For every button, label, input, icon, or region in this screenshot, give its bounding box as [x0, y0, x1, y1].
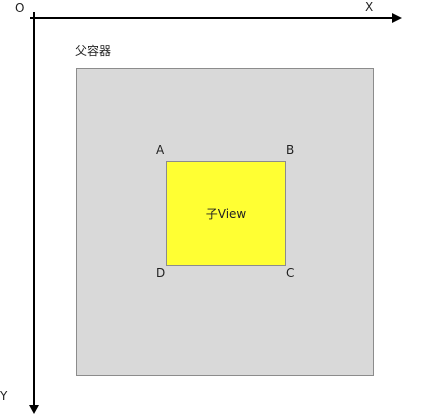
- corner-a-label: A: [156, 143, 165, 157]
- y-axis-label: Y: [0, 389, 8, 403]
- corner-b-label: B: [286, 143, 295, 157]
- y-axis-arrow-icon: [29, 405, 39, 414]
- x-axis-arrow-icon: [392, 13, 402, 23]
- corner-c-label: C: [286, 266, 295, 280]
- parent-container-label: 父容器: [75, 44, 112, 58]
- child-view-label: 子View: [205, 207, 247, 221]
- x-axis-label: X: [365, 0, 374, 14]
- child-view: 子View: [166, 161, 286, 266]
- origin-label: O: [15, 1, 25, 15]
- corner-d-label: D: [156, 266, 166, 280]
